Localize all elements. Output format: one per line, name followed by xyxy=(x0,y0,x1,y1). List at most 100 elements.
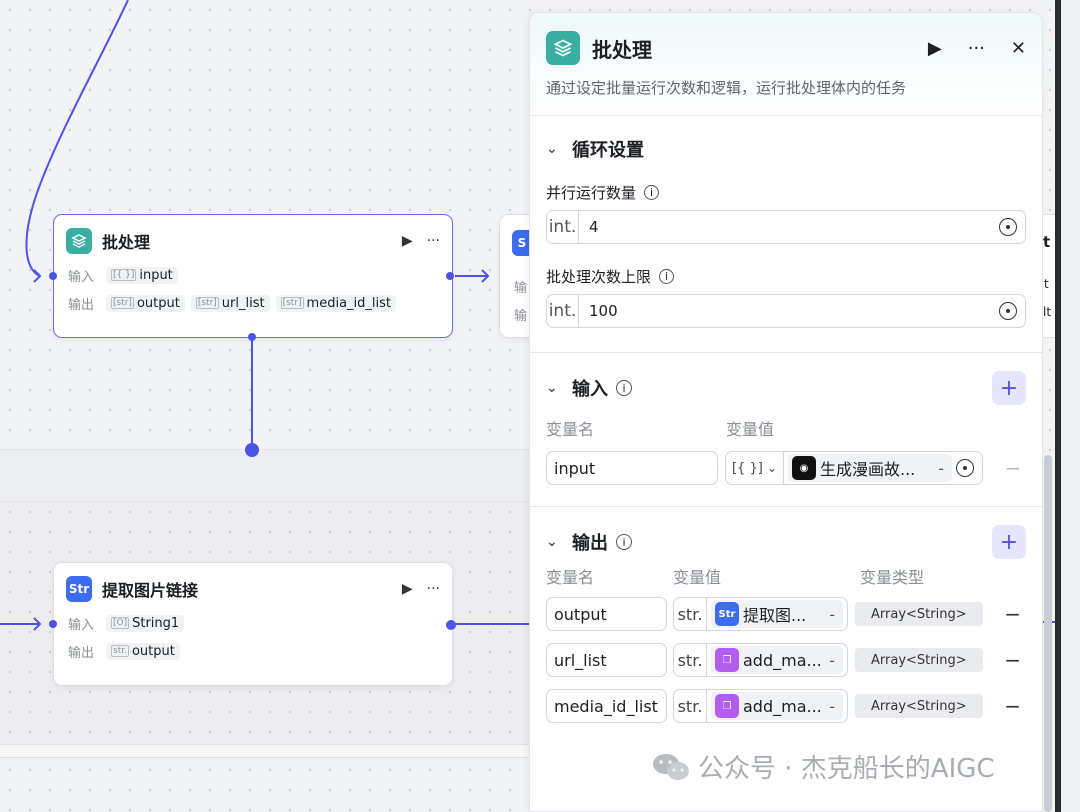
layers-icon xyxy=(546,31,580,65)
run-icon[interactable]: ▶ xyxy=(401,581,413,597)
variable-value-field[interactable]: [{ }] ⌄ ◉ 生成漫画故... - xyxy=(725,451,983,485)
output-section-header[interactable]: ⌄ 输出 i + xyxy=(546,507,1026,577)
variable-name-field[interactable]: url_list xyxy=(546,643,667,677)
output-variable-row: url_list str. ❒ add_ma... - Array<String… xyxy=(546,643,1026,677)
window-edge xyxy=(1055,0,1061,812)
run-icon[interactable]: ▶ xyxy=(927,37,942,59)
variable-value-field[interactable]: str. ❒ add_ma... - xyxy=(673,643,848,677)
panel-scrollbar[interactable] xyxy=(1044,455,1052,812)
loop-settings-title: 循环设置 xyxy=(572,140,644,161)
output-param-tag: str.output xyxy=(106,642,180,660)
output-label: 输出 xyxy=(68,297,95,313)
chevron-down-icon[interactable]: ⌄ xyxy=(546,534,558,550)
type-label: str. xyxy=(674,598,707,630)
extract-input-port[interactable] xyxy=(49,620,57,628)
extract-node-title: 提取图片链接 xyxy=(102,581,199,600)
batch-node[interactable]: 批处理 ▶ ··· 输入 [{ }]input 输出 [str]output [… xyxy=(49,214,454,341)
int-type-prefix: int. xyxy=(547,211,579,243)
watermark-text: 公众号 · 杰克船长的AIGC xyxy=(698,754,995,784)
remove-output-button[interactable]: − xyxy=(1004,648,1021,672)
reference-chip[interactable]: Str 提取图... - xyxy=(711,600,843,628)
input-variable-row: input [{ }] ⌄ ◉ 生成漫画故... - − xyxy=(546,451,1026,485)
batch-settings-panel: 批处理 ▶ ··· ✕ 通过设定批量运行次数和逻辑，运行批处理体内的任务 ⌄ 循… xyxy=(529,12,1043,812)
variable-value-field[interactable]: str. Str 提取图... - xyxy=(673,597,848,631)
output-param-tag: [str]url_list xyxy=(190,294,270,312)
batch-node-title: 批处理 xyxy=(102,233,151,252)
variable-select-icon[interactable] xyxy=(999,302,1017,320)
reference-chip[interactable]: ◉ 生成漫画故... - xyxy=(788,454,952,482)
output-variable-row: media_id_list str. ❒ add_ma... - Array<S… xyxy=(546,689,1026,723)
extract-output-port[interactable] xyxy=(446,620,456,630)
remove-output-button[interactable]: − xyxy=(1004,694,1021,718)
add-input-button[interactable]: + xyxy=(992,371,1026,405)
string-icon: Str xyxy=(715,602,739,626)
variable-name-field[interactable]: output xyxy=(546,597,667,631)
variable-type-tag: Array<String> xyxy=(855,694,983,718)
run-icon[interactable]: ▶ xyxy=(401,233,413,249)
info-icon[interactable]: i xyxy=(616,380,632,396)
arrow-icon xyxy=(481,269,490,283)
chevron-down-icon[interactable]: ⌄ xyxy=(546,141,558,157)
panel-title: 批处理 xyxy=(592,37,652,62)
next-node-input-label: 输 xyxy=(514,281,528,296)
variable-value-field[interactable]: str. ❒ add_ma... - xyxy=(673,689,848,723)
variable-select-icon[interactable] xyxy=(999,218,1017,236)
next-node-output-label: 输 xyxy=(514,309,528,324)
variable-select-icon[interactable] xyxy=(956,459,974,477)
remove-output-button[interactable]: − xyxy=(1004,602,1021,626)
variable-name-field[interactable]: input xyxy=(546,451,718,485)
string-icon: Str xyxy=(66,576,92,602)
incoming-wire xyxy=(25,0,129,277)
parallel-count-input[interactable]: int. 4 xyxy=(546,210,1026,244)
reference-chip[interactable]: ❒ add_ma... - xyxy=(711,692,843,720)
parallel-count-value[interactable]: 4 xyxy=(589,218,599,236)
type-label: str. xyxy=(674,644,707,676)
max-batch-input[interactable]: int. 100 xyxy=(546,294,1026,328)
input-section-title: 输入 xyxy=(572,379,608,400)
cube-icon: ❒ xyxy=(715,648,739,672)
int-type-prefix: int. xyxy=(547,295,579,327)
panel-description: 通过设定批量运行次数和逻辑，运行批处理体内的任务 xyxy=(546,79,907,97)
batch-body-handle[interactable] xyxy=(248,333,256,341)
info-icon[interactable]: i xyxy=(616,534,632,550)
input-param-tag: [O]String1 xyxy=(106,614,185,632)
extract-image-link-node[interactable]: Str 提取图片链接 ▶ ··· 输入 [O]String1 输出 str.ou… xyxy=(49,562,456,686)
type-label: str. xyxy=(674,690,707,722)
batch-input-port[interactable] xyxy=(49,272,57,280)
input-section: ⌄ 输入 i + 变量名 变量值 input [{ }] ⌄ ◉ 生成漫画故..… xyxy=(530,353,1042,507)
max-batch-label: 批处理次数上限 xyxy=(546,267,652,286)
output-label: 输出 xyxy=(68,645,95,661)
type-select[interactable]: [{ }] ⌄ xyxy=(726,452,784,484)
add-output-button[interactable]: + xyxy=(992,525,1026,559)
output-param-tag: [str]media_id_list xyxy=(275,294,396,312)
wechat-icon xyxy=(652,752,690,782)
chevron-down-icon[interactable]: ⌄ xyxy=(546,380,558,396)
close-icon[interactable]: ✕ xyxy=(1010,37,1026,59)
col-variable-name: 变量名 xyxy=(546,420,595,439)
more-icon[interactable]: ··· xyxy=(426,581,440,597)
info-icon[interactable]: i xyxy=(659,268,675,284)
col-variable-value: 变量值 xyxy=(673,568,722,587)
info-icon[interactable]: i xyxy=(644,184,660,200)
more-icon[interactable]: ··· xyxy=(426,233,440,249)
window-margin xyxy=(1061,0,1080,812)
col-variable-value: 变量值 xyxy=(726,420,775,439)
batch-body-port xyxy=(245,443,259,457)
input-label: 输入 xyxy=(68,269,95,285)
input-section-header[interactable]: ⌄ 输入 i + xyxy=(546,353,1026,423)
max-batch-value[interactable]: 100 xyxy=(589,302,618,320)
remove-input-button[interactable]: − xyxy=(1004,456,1022,480)
output-section-title: 输出 xyxy=(572,533,608,554)
input-param-tag: [{ }]input xyxy=(106,266,178,284)
batch-output-port[interactable] xyxy=(446,272,454,280)
ghost-icon: ◉ xyxy=(792,456,816,480)
reference-chip[interactable]: ❒ add_ma... - xyxy=(711,646,843,674)
more-icon[interactable]: ··· xyxy=(967,37,985,59)
col-variable-name: 变量名 xyxy=(546,568,595,587)
arrow-icon xyxy=(33,617,42,631)
variable-name-field[interactable]: media_id_list xyxy=(546,689,667,723)
next-node-right-edge: t t lt xyxy=(1043,214,1055,338)
loop-settings-header[interactable]: ⌄ 循环设置 xyxy=(546,116,1026,182)
arrow-icon xyxy=(33,269,42,283)
variable-type-tag: Array<String> xyxy=(855,648,983,672)
